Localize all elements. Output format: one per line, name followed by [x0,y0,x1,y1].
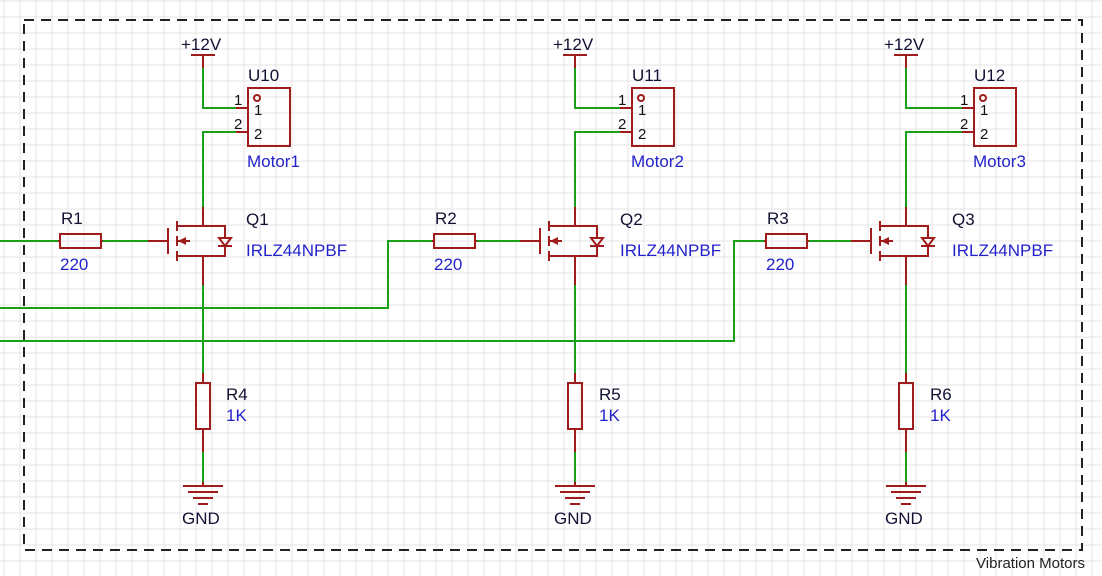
mosfet-value: IRLZ44NPBF [620,241,721,260]
motor-pin-outer-2: 2 [960,116,968,133]
motor-pin-outer-1: 1 [234,92,242,109]
frame-title: Vibration Motors [976,555,1085,572]
motor-value: Motor1 [247,152,300,171]
motor-pin-inner-1: 1 [254,102,262,119]
motor-connector-body[interactable] [631,87,675,147]
gate-resistor-body[interactable] [59,233,102,249]
pulldown-resistor-value: 1K [599,406,620,425]
motor-ref: U11 [632,66,662,85]
motor-pin-inner-1: 1 [980,102,988,119]
pin1-marker [637,94,645,102]
supply-label: +12V [884,35,925,54]
channel-1: +12V 1 2 1 2 U10 Motor1 R1 220 Q1 IRLZ44… [58,35,347,528]
motor-pin-outer-2: 2 [234,116,242,133]
pulldown-resistor-ref: R6 [930,385,952,404]
input-wire-2[interactable] [0,240,432,309]
motor-pin-outer-2: 2 [618,116,626,133]
supply-label: +12V [181,35,222,54]
motor-connector-body[interactable] [247,87,291,147]
sheet-frame [23,19,1083,551]
mosfet-ref: Q3 [952,210,975,229]
motor-value: Motor2 [631,152,684,171]
supply-wire[interactable] [202,68,236,109]
supply-symbol [563,54,587,68]
channel-2: +12V 1 2 1 2 U11 Motor2 R2 220 Q2 IRLZ44… [432,35,721,528]
motor-ref: U12 [974,66,1005,85]
pin1-marker [979,94,987,102]
pulldown-resistor-body[interactable] [898,382,914,430]
mosfet-ref: Q1 [246,210,269,229]
ground-label: GND [885,509,923,528]
gate-resistor-ref: R3 [767,209,789,228]
gate-resistor-value: 220 [60,255,88,274]
mosfet-symbol[interactable] [148,207,233,285]
gate-resistor-ref: R2 [435,209,457,228]
ground-label: GND [182,509,220,528]
pulldown-resistor-body[interactable] [567,382,583,430]
pulldown-resistor-ref: R4 [226,385,248,404]
gate-resistor-value: 220 [766,255,794,274]
input-wire-3[interactable] [0,240,764,342]
motor-return-wire[interactable] [574,131,620,207]
pulldown-resistor-ref: R5 [599,385,621,404]
ground-symbol [183,482,223,505]
motor-pin-inner-1: 1 [638,102,646,119]
gate-resistor-value: 220 [434,255,462,274]
ground-symbol [555,482,595,505]
mosfet-value: IRLZ44NPBF [246,241,347,260]
pulldown-resistor-value: 1K [930,406,951,425]
motor-pin-inner-2: 2 [638,126,646,143]
ground-symbol [886,482,926,505]
pulldown-resistor-value: 1K [226,406,247,425]
motor-return-wire[interactable] [905,131,962,207]
mosfet-symbol[interactable] [520,207,605,285]
motor-pin-inner-2: 2 [980,126,988,143]
supply-symbol [894,54,918,68]
gate-resistor-body[interactable] [433,233,476,249]
supply-wire[interactable] [905,68,962,109]
gate-resistor-ref: R1 [61,209,83,228]
motor-pin-leads [962,107,974,133]
motor-pin-inner-2: 2 [254,126,262,143]
mosfet-symbol[interactable] [851,207,936,285]
mosfet-value: IRLZ44NPBF [952,241,1053,260]
motor-pin-leads [236,107,248,133]
supply-symbol [191,54,215,68]
motor-pin-leads [620,107,632,133]
supply-wire[interactable] [574,68,620,109]
motor-pin-outer-1: 1 [618,92,626,109]
ground-label: GND [554,509,592,528]
channel-3: +12V 1 2 1 2 U12 Motor3 R3 220 Q3 IRLZ44… [764,35,1053,528]
motor-value: Motor3 [973,152,1026,171]
mosfet-ref: Q2 [620,210,643,229]
motor-connector-body[interactable] [973,87,1017,147]
supply-label: +12V [553,35,594,54]
pulldown-resistor-body[interactable] [195,382,211,430]
motor-pin-outer-1: 1 [960,92,968,109]
gate-resistor-body[interactable] [765,233,808,249]
motor-ref: U10 [248,66,279,85]
pin1-marker [253,94,261,102]
motor-return-wire[interactable] [202,131,236,207]
